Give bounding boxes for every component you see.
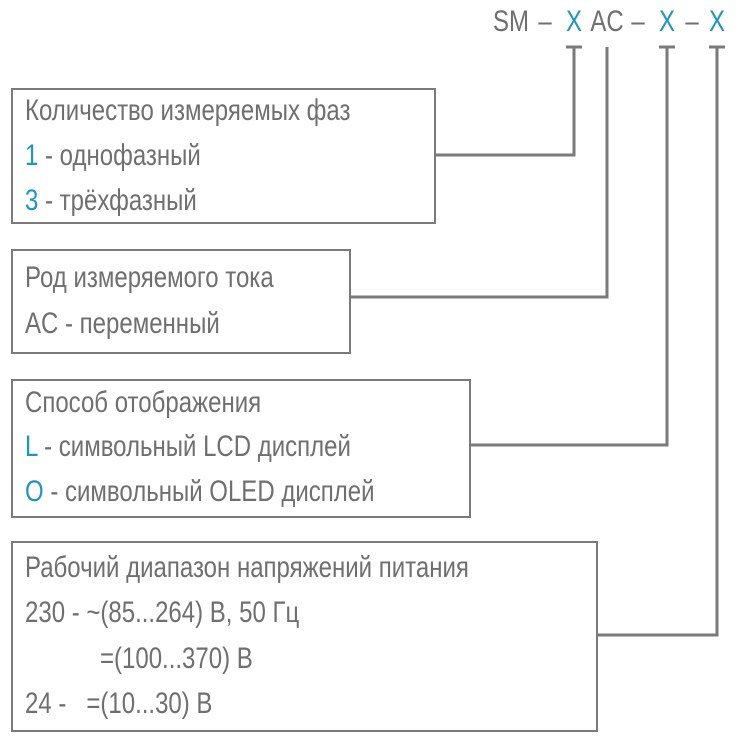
current-box: Род измеряемого тока AC - переменный [11,249,351,354]
option-key: 1 [25,139,39,172]
display-box: Способ отображения L - символьный LCD ди… [11,379,471,518]
code-dash: – [685,5,699,38]
phases-title: Количество измеряемых фаз [25,94,351,127]
voltage-title: Рабочий диапазон напряжений питания [25,551,469,584]
code-x-voltage: X [708,5,726,38]
connector-voltage [597,45,725,637]
phases-option-1: 1 - однофазный [25,139,201,173]
display-option-l: L - символьный LCD дисплей [25,430,351,464]
voltage-230-ac: 230 - ~(85...264) В, 50 Гц [25,596,300,629]
connector-phases [435,45,582,157]
code-sm: SM [493,5,529,38]
display-title: Способ отображения [25,386,262,419]
voltage-230-dc: =(100...370) В [100,642,253,675]
option-label: - символьный LCD дисплей [37,430,351,463]
option-key: O [25,475,44,508]
phases-option-3: 3 - трёхфазный [25,184,197,218]
code-ac: AC [590,5,624,38]
option-key: 3 [25,184,39,217]
code-x-phases: X [565,5,583,38]
code-dash: – [538,5,552,38]
option-label: - символьный OLED дисплей [43,475,375,508]
voltage-box: Рабочий диапазон напряжений питания 230 … [11,541,598,732]
code-dash: – [631,5,645,38]
display-option-o: O - символьный OLED дисплей [25,475,374,509]
option-key: L [25,430,38,463]
current-ac: AC - переменный [25,307,220,340]
current-title: Род измеряемого тока [25,261,274,294]
option-label: - трёхфазный [38,184,197,217]
connector-display [470,45,675,447]
connector-current [350,47,609,299]
voltage-24-dc: 24 - =(10...30) В [25,687,213,720]
phases-box: Количество измеряемых фаз 1 - однофазный… [11,88,436,224]
code-x-display: X [658,5,676,38]
option-label: - однофазный [38,139,201,172]
